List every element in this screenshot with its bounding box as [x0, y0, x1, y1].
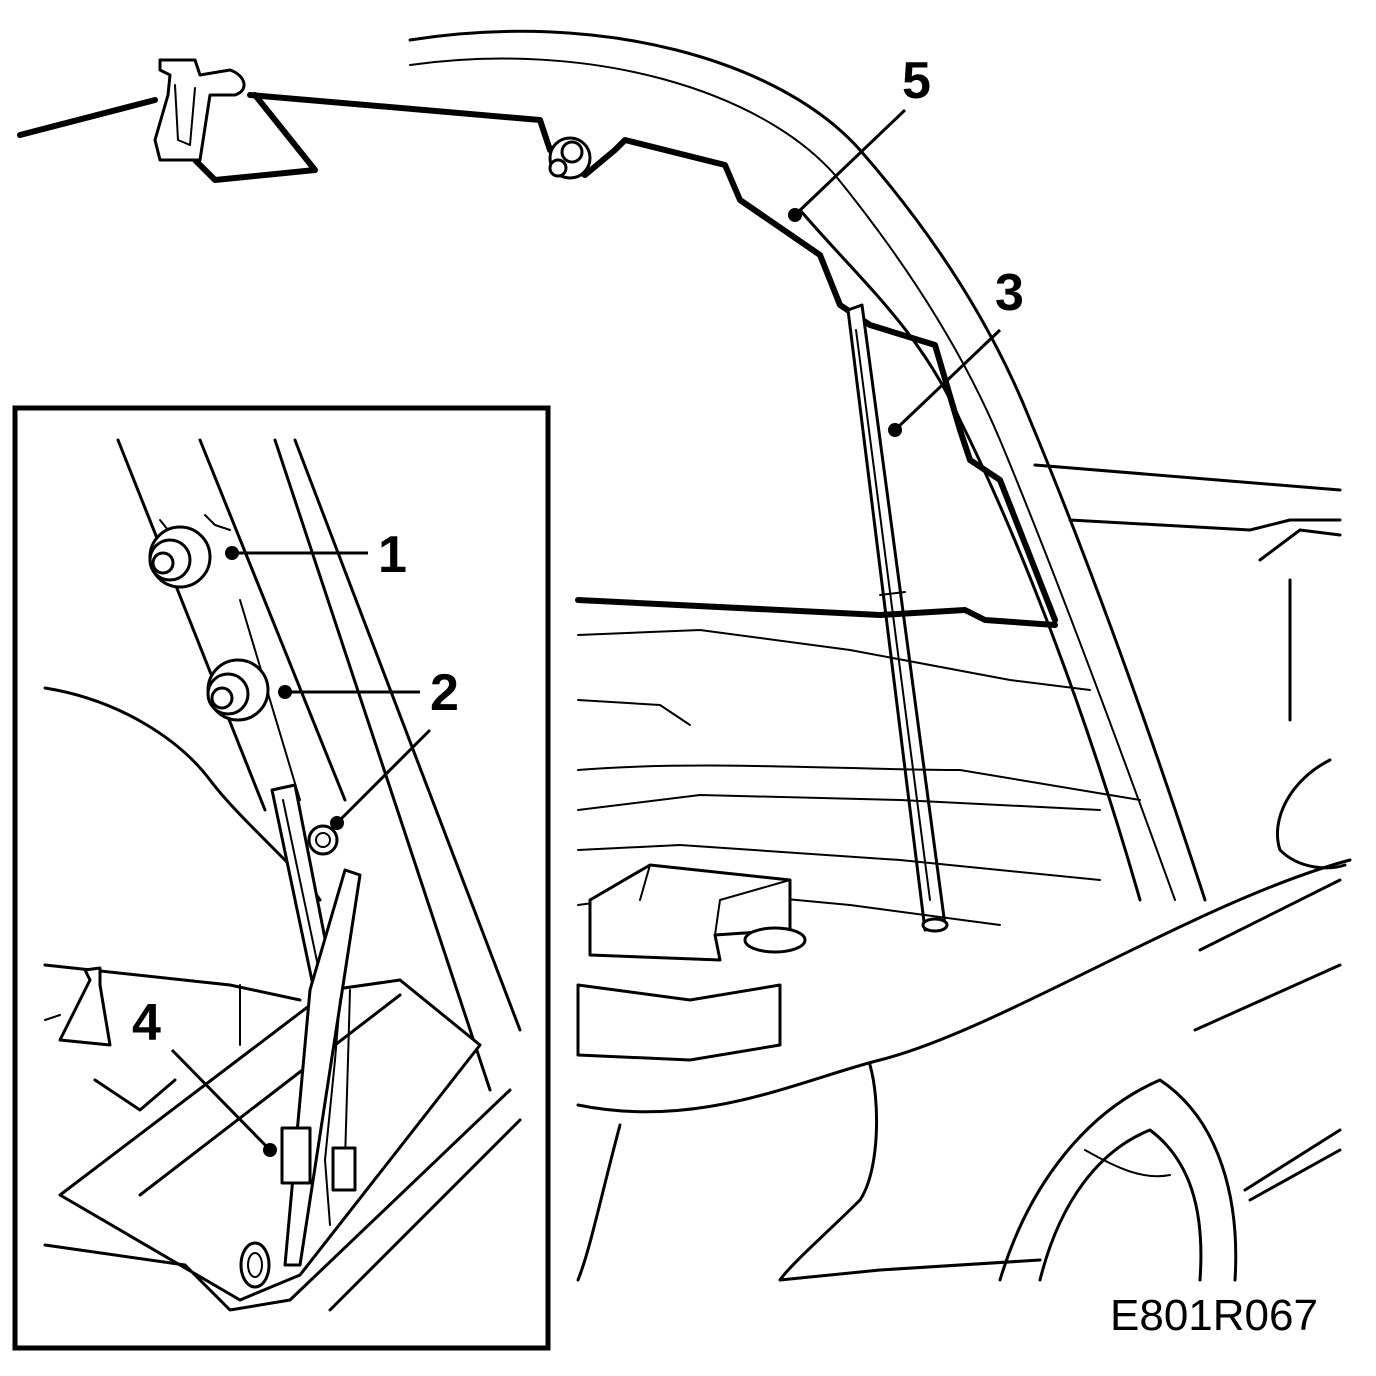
hood-edge-3: [798, 208, 1142, 902]
callout-3: 3: [888, 264, 1024, 437]
gas-strut-main: [846, 303, 949, 933]
hood-clip-inner: [174, 84, 196, 146]
hood-grommet: [548, 136, 592, 180]
hood-clip: [153, 58, 246, 162]
hood-outer-edge: [408, 29, 1207, 902]
callout-5: 5: [788, 52, 931, 222]
engine-block: [576, 983, 782, 1062]
right-body-lines: [1033, 463, 1347, 1202]
battery-block: [588, 863, 807, 962]
main-view: [17, 29, 1352, 1282]
inset-view: 1 2 4: [12, 405, 551, 1351]
callout-4: 4: [132, 994, 277, 1157]
wheel-arch: [998, 1078, 1238, 1282]
fastener-small: [307, 824, 339, 856]
front-fender: [576, 858, 1352, 1114]
figure-id-label: E801R067: [1110, 1291, 1318, 1340]
callout-2: 2: [278, 664, 459, 830]
callout-label-4: 4: [132, 994, 161, 1052]
callout-1: 1: [225, 526, 407, 584]
wheel-arch-line: [1084, 1149, 1171, 1178]
callout-label-3: 3: [995, 264, 1024, 322]
wheel-arch-inner: [1038, 1128, 1203, 1282]
callout-label-2: 2: [430, 664, 459, 722]
callout-label-1: 1: [378, 526, 407, 584]
callout-label-5: 5: [902, 52, 931, 110]
engine-bay-lines: [577, 629, 1141, 926]
scuttle-line: [575, 597, 1058, 628]
hood-seal-left: [192, 92, 318, 183]
hood-inner-edge: [409, 57, 1176, 901]
fastener-1: [148, 514, 231, 589]
front-body-edge: [576, 1063, 1042, 1282]
fastener-2: [206, 658, 270, 722]
